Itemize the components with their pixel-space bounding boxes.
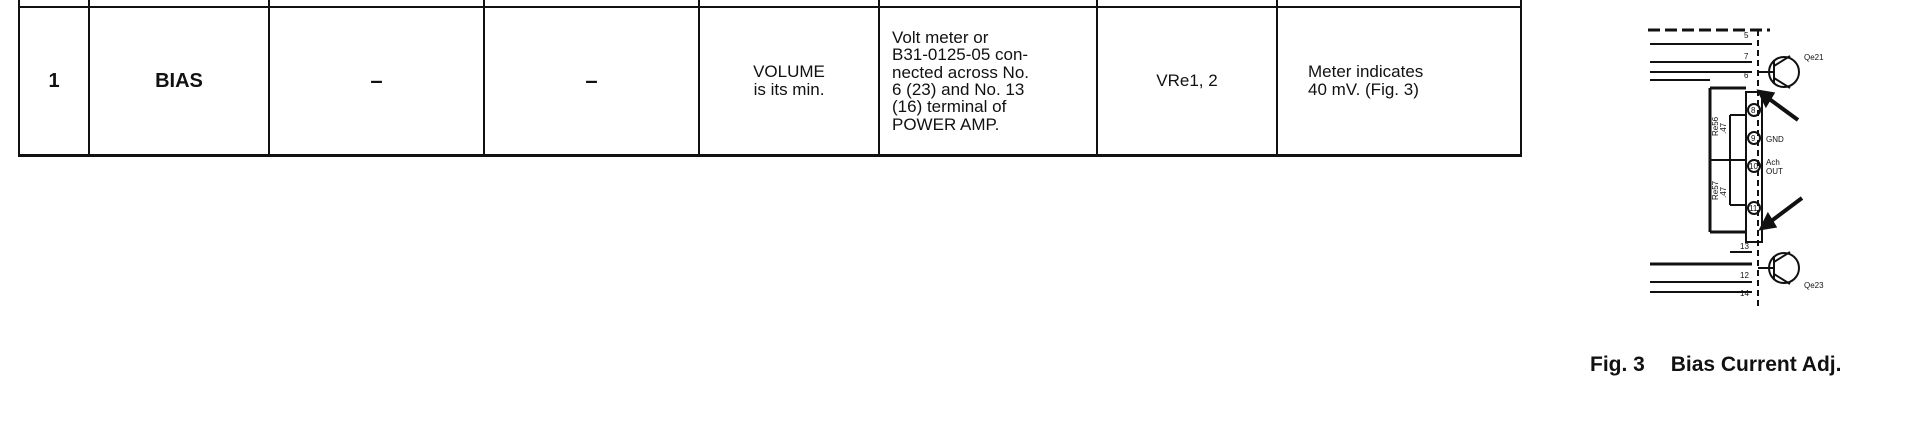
bias-schematic: Qe21 Qe23 GND Ach OUT 5 7 6 8 9 10 11 13… (1648, 28, 1824, 310)
instrument-cell: Volt meter or B31-0125-05 con- nected ac… (878, 6, 1098, 157)
pin-label: 10 (1749, 162, 1758, 171)
instrument-line: Volt meter or (892, 28, 989, 48)
figure-caption: Fig. 3 Bias Current Adj. (1590, 353, 1841, 377)
instrument-line: 6 (23) and No. 13 (892, 80, 1025, 99)
figure-title: Bias Current Adj. (1670, 353, 1842, 376)
step-number: 1 (18, 6, 90, 157)
pin-label: 13 (1740, 242, 1749, 251)
resistor-lower-label: Re57 (1711, 180, 1720, 200)
pin-label: 11 (1749, 204, 1758, 213)
table-top-strip (18, 0, 1522, 8)
setting-line-1: VOLUME (753, 62, 825, 82)
instrument-line: B31-0125-05 con- (892, 45, 1029, 65)
adjust-point: VRe1, 2 (1096, 6, 1278, 157)
result-line-1: Meter indicates (1308, 62, 1424, 82)
transistor-bottom-label: Qe23 (1804, 281, 1824, 290)
output-label-1: Ach (1766, 158, 1780, 167)
setting-cell: VOLUME is its min. (698, 6, 880, 157)
output-label-2: OUT (1766, 167, 1783, 176)
gnd-label: GND (1766, 135, 1784, 144)
arrow-icon (1756, 89, 1804, 231)
instrument-line: (16) terminal of (892, 97, 1007, 117)
column-4-value: – (483, 6, 700, 157)
pin-label: 12 (1740, 271, 1749, 280)
item-name: BIAS (88, 6, 270, 157)
pin-label: 7 (1744, 52, 1749, 61)
resistor-upper-value: .47 (1719, 122, 1728, 134)
instrument-line: POWER AMP. (892, 114, 1000, 134)
pin-label: 14 (1740, 289, 1749, 298)
figure-number: Fig. 3 (1590, 353, 1645, 376)
pin-label: 8 (1751, 106, 1756, 115)
result-cell: Meter indicates 40 mV. (Fig. 3) (1276, 6, 1522, 157)
setting-line-2: is its min. (753, 80, 825, 99)
instrument-line: nected across No. (892, 62, 1030, 82)
table-row: 1 BIAS – – VOLUME is its min. Volt meter… (18, 6, 1522, 157)
column-3-value: – (268, 6, 485, 157)
pin-label: 6 (1744, 71, 1749, 80)
resistor-lower-value: .47 (1719, 186, 1728, 198)
adjustment-table: 1 BIAS – – VOLUME is its min. Volt meter… (18, 0, 1522, 157)
pin-label: 9 (1751, 134, 1756, 143)
resistor-upper-label: Re56 (1711, 116, 1720, 136)
pin-label: 5 (1744, 31, 1749, 40)
transistor-top-label: Qe21 (1804, 53, 1824, 62)
result-line-2: 40 mV. (Fig. 3) (1308, 80, 1419, 99)
